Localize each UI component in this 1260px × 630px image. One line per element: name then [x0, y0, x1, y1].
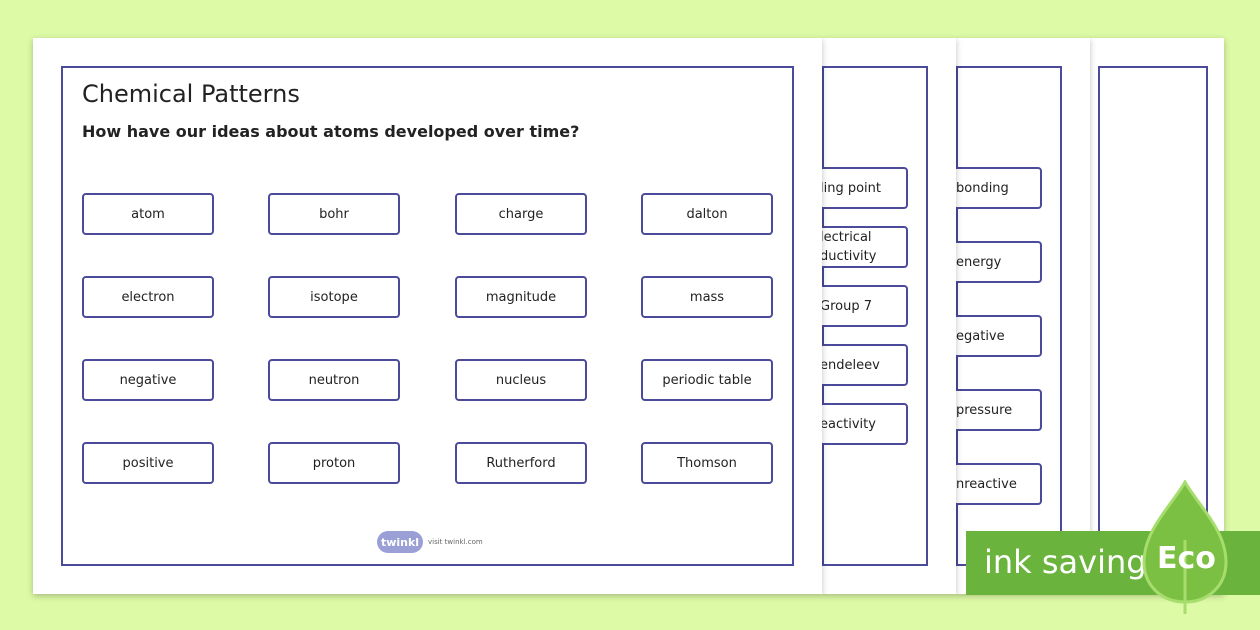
page-question: How have our ideas about atoms developed…	[82, 122, 580, 141]
word-card: mass	[641, 276, 773, 318]
worksheet-back-3	[1090, 38, 1224, 594]
word-card: atom	[82, 193, 214, 235]
word-card-label: endeleev	[820, 357, 880, 373]
word-card-label: lectrical ductivity	[820, 230, 877, 264]
word-card-label: energy	[956, 254, 1002, 270]
word-card-label: ling point	[820, 180, 882, 196]
word-card: charge	[455, 193, 587, 235]
word-card: electron	[82, 276, 214, 318]
word-card: proton	[268, 442, 400, 484]
word-card-label: eactivity	[820, 416, 876, 432]
word-card: isotope	[268, 276, 400, 318]
word-card-label: nreactive	[956, 476, 1017, 492]
word-card: dalton	[641, 193, 773, 235]
word-card: Thomson	[641, 442, 773, 484]
twinkl-logo-mark: twinkl	[377, 531, 423, 553]
word-card: negative	[82, 359, 214, 401]
word-card-label: Group 7	[820, 298, 872, 314]
leaf-icon	[1142, 480, 1228, 614]
word-card: bohr	[268, 193, 400, 235]
word-card-label: pressure	[956, 402, 1013, 418]
eco-banner-text: ink saving	[984, 543, 1147, 581]
word-card: magnitude	[455, 276, 587, 318]
twinkl-logo: twinkl visit twinkl.com	[377, 531, 483, 553]
twinkl-url: visit twinkl.com	[428, 538, 483, 546]
page-title: Chemical Patterns	[82, 80, 300, 108]
word-card: Rutherford	[455, 442, 587, 484]
worksheet-frame	[61, 66, 794, 566]
word-card: neutron	[268, 359, 400, 401]
word-card-label: egative	[956, 328, 1005, 344]
word-card: nucleus	[455, 359, 587, 401]
word-card: positive	[82, 442, 214, 484]
word-card: periodic table	[641, 359, 773, 401]
word-card-label: bonding	[956, 180, 1009, 196]
eco-label: Eco	[1157, 541, 1216, 576]
